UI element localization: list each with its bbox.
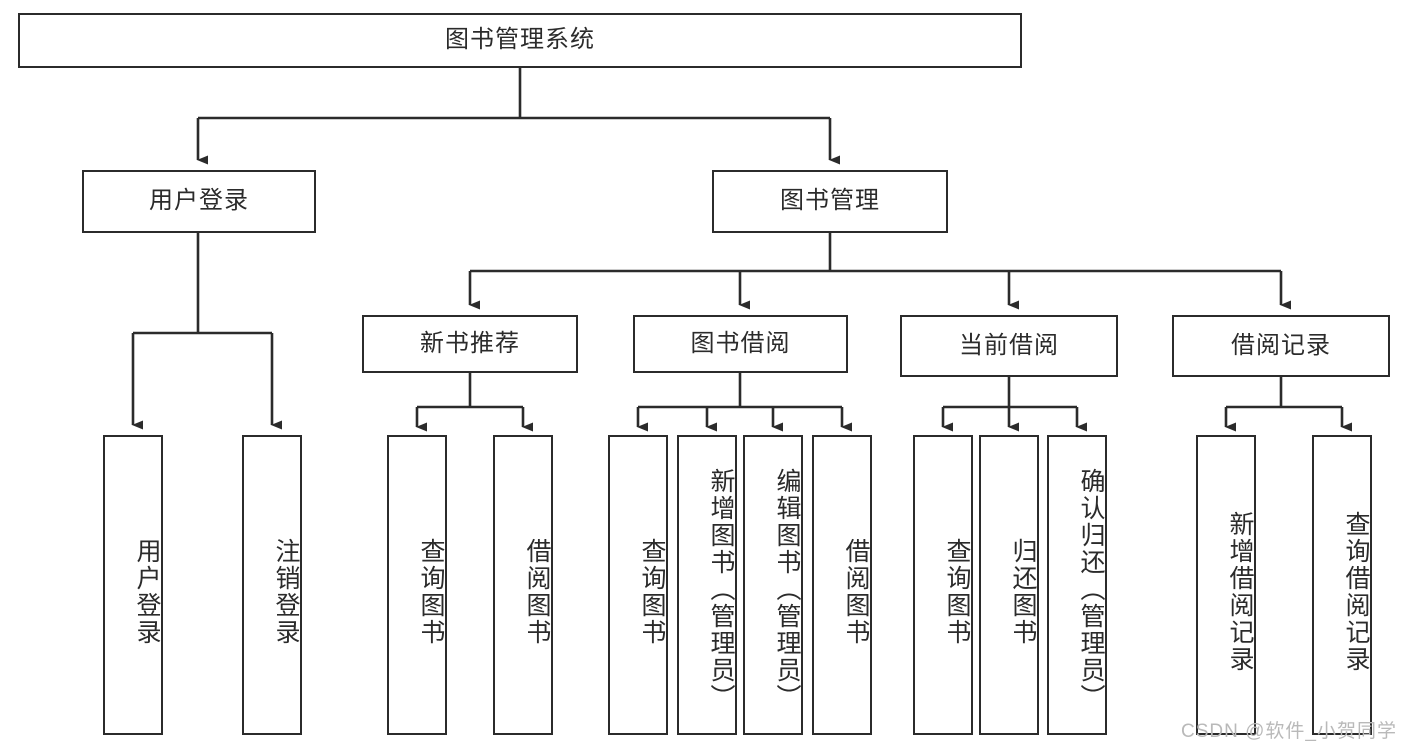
node-root[interactable]: 图书管理系统: [18, 13, 1022, 68]
leaf-return-book[interactable]: 归还图书: [979, 435, 1039, 735]
leaf-query-borrow-record[interactable]: 查询借阅记录: [1312, 435, 1372, 735]
leaf-user-login[interactable]: 用户登录: [103, 435, 163, 735]
leaf-return-book-label: 归还图书: [1009, 538, 1037, 646]
node-root-label: 图书管理系统: [445, 26, 595, 54]
leaf-user-login-label: 用户登录: [133, 538, 161, 646]
node-user-login[interactable]: 用户登录: [82, 170, 316, 233]
leaf-query-book-borrow-label: 查询图书: [638, 538, 666, 646]
watermark: CSDN @软件_小贺同学: [1181, 721, 1397, 742]
node-book-management[interactable]: 图书管理: [712, 170, 948, 233]
leaf-edit-book-admin-label: 编辑图书（管理员）: [773, 467, 801, 711]
leaf-logout-label: 注销登录: [272, 538, 300, 646]
leaf-borrow-book[interactable]: 借阅图书: [812, 435, 872, 735]
leaf-borrow-book-label: 借阅图书: [842, 538, 870, 646]
leaf-query-borrow-record-label: 查询借阅记录: [1342, 511, 1370, 673]
leaf-query-book-recommend-label: 查询图书: [417, 538, 445, 646]
leaf-add-book-admin[interactable]: 新增图书（管理员）: [677, 435, 737, 735]
leaf-borrow-book-recommend-label: 借阅图书: [523, 538, 551, 646]
leaf-add-book-admin-label: 新增图书（管理员）: [707, 467, 735, 711]
node-book-management-label: 图书管理: [780, 187, 880, 215]
leaf-borrow-book-recommend[interactable]: 借阅图书: [493, 435, 553, 735]
leaf-query-book-current-label: 查询图书: [943, 538, 971, 646]
leaf-logout[interactable]: 注销登录: [242, 435, 302, 735]
leaf-query-book-recommend[interactable]: 查询图书: [387, 435, 447, 735]
leaf-confirm-return-admin-label: 确认归还（管理员）: [1077, 467, 1105, 711]
leaf-add-borrow-record-label: 新增借阅记录: [1226, 511, 1254, 673]
node-current-borrow-label: 当前借阅: [959, 331, 1059, 359]
node-borrow-records-label: 借阅记录: [1231, 331, 1331, 359]
leaf-query-book-current[interactable]: 查询图书: [913, 435, 973, 735]
leaf-edit-book-admin[interactable]: 编辑图书（管理员）: [743, 435, 803, 735]
leaf-add-borrow-record[interactable]: 新增借阅记录: [1196, 435, 1256, 735]
leaf-query-book-borrow[interactable]: 查询图书: [608, 435, 668, 735]
node-book-borrow[interactable]: 图书借阅: [633, 315, 848, 373]
node-user-login-label: 用户登录: [149, 187, 249, 215]
node-book-borrow-label: 图书借阅: [690, 329, 791, 357]
node-borrow-records[interactable]: 借阅记录: [1172, 315, 1390, 377]
node-new-book-recommend-label: 新书推荐: [420, 329, 520, 357]
node-current-borrow[interactable]: 当前借阅: [900, 315, 1118, 377]
leaf-confirm-return-admin[interactable]: 确认归还（管理员）: [1047, 435, 1107, 735]
node-new-book-recommend[interactable]: 新书推荐: [362, 315, 578, 373]
